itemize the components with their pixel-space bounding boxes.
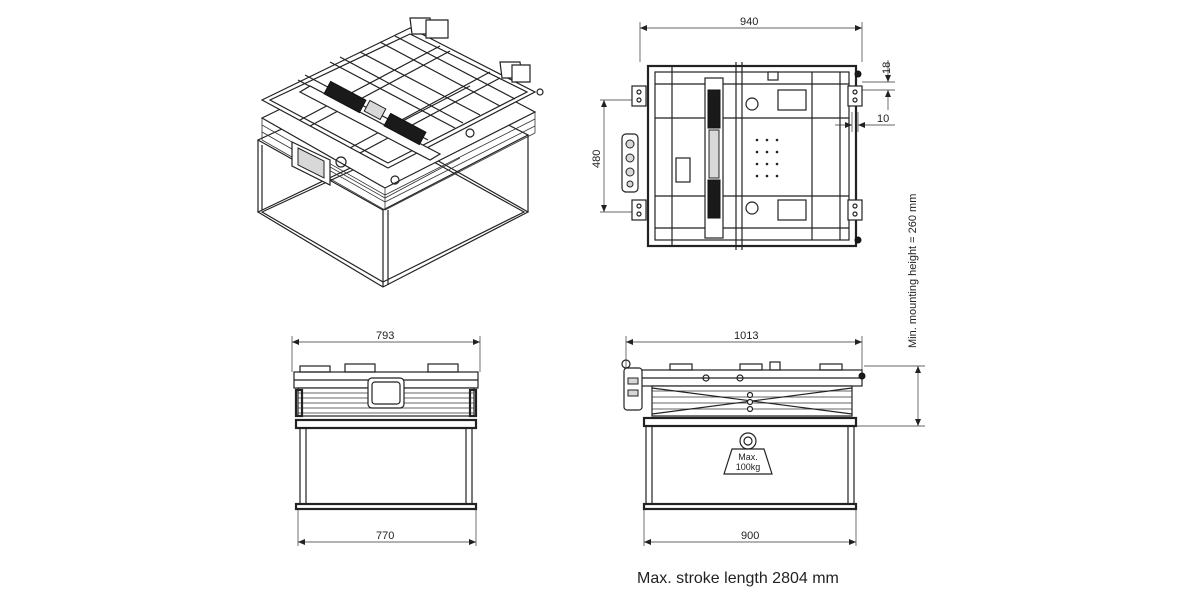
max-load-line2: 100kg (736, 462, 761, 472)
dim-900: 900 (741, 530, 759, 542)
dim-480: 480 (591, 150, 603, 168)
dim-940: 940 (740, 16, 758, 28)
dim-18: 18 (881, 62, 893, 74)
max-load-sign: Max. 100kg (723, 432, 773, 475)
actuator-rollers (298, 80, 442, 161)
isometric-view (256, 17, 544, 288)
dim-1013: 1013 (734, 330, 758, 342)
dim-793: 793 (376, 330, 394, 342)
dim-770: 770 (376, 530, 394, 542)
front-view: 793 770 (291, 330, 481, 546)
side-view: 1013 (621, 330, 925, 546)
dim-10: 10 (877, 113, 889, 125)
min-mounting-height-label: Min. mounting height = 260 mm (907, 194, 919, 348)
stroke-length-caption: Max. stroke length 2804 mm (637, 570, 839, 587)
top-view: 940 480 18 10 (591, 16, 895, 250)
max-load-line1: Max. (738, 452, 758, 462)
